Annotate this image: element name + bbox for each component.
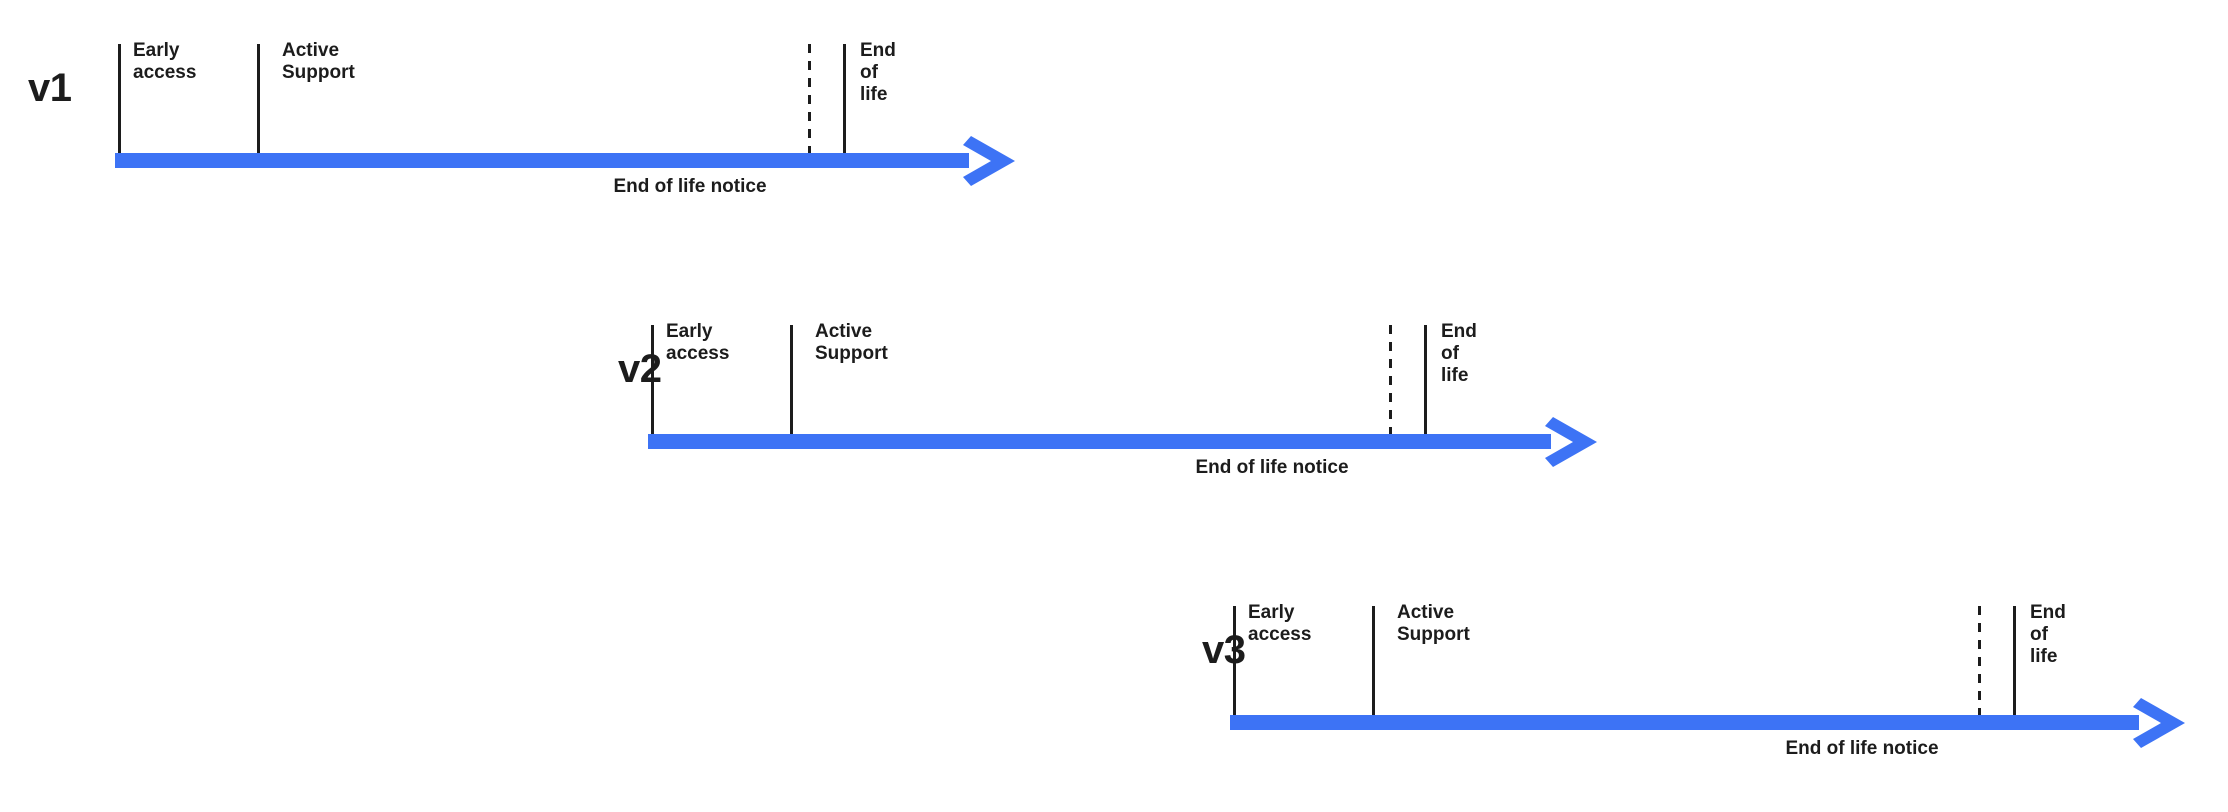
phase-label-v2-1: Active Support (815, 321, 888, 364)
phase-label-v2-2: End of life (1441, 321, 1477, 386)
phase-divider-v3-0 (1233, 606, 1236, 715)
phase-divider-v3-3 (2013, 606, 2016, 715)
eol-notice-label-v2: End of life notice (1195, 457, 1349, 478)
lifecycle-arrow-shaft-v2 (648, 434, 1551, 449)
phase-label-v3-1: Active Support (1397, 602, 1470, 645)
phase-divider-v2-0 (651, 325, 654, 434)
phase-divider-v1-0 (118, 44, 121, 153)
eol-notice-label-v3: End of life notice (1785, 738, 1939, 759)
lifecycle-arrow-shaft-v1 (115, 153, 969, 168)
version-label-v3: v3 (1202, 628, 1246, 672)
phase-label-v1-0: Early access (133, 40, 197, 83)
eol-notice-marker-v2-2 (1389, 325, 1392, 434)
lifecycle-arrow-head-v2 (1545, 416, 1597, 467)
lifecycle-arrow-head-v3 (2133, 697, 2185, 748)
phase-label-v3-2: End of life (2030, 602, 2066, 667)
phase-divider-v3-1 (1372, 606, 1375, 715)
eol-notice-marker-v1-2 (808, 44, 811, 153)
phase-label-v1-1: Active Support (282, 40, 355, 83)
phase-divider-v1-1 (257, 44, 260, 153)
phase-divider-v2-3 (1424, 325, 1427, 434)
lifecycle-arrow-head-v1 (963, 135, 1015, 186)
phase-label-v1-2: End of life (860, 40, 896, 105)
phase-label-v3-0: Early access (1248, 602, 1312, 645)
eol-notice-label-v1: End of life notice (613, 176, 767, 197)
version-label-v2: v2 (618, 347, 662, 391)
eol-notice-marker-v3-2 (1978, 606, 1981, 715)
phase-label-v2-0: Early access (666, 321, 730, 364)
lifecycle-arrow-shaft-v3 (1230, 715, 2139, 730)
version-label-v1: v1 (28, 66, 72, 110)
phase-divider-v1-3 (843, 44, 846, 153)
phase-divider-v2-1 (790, 325, 793, 434)
